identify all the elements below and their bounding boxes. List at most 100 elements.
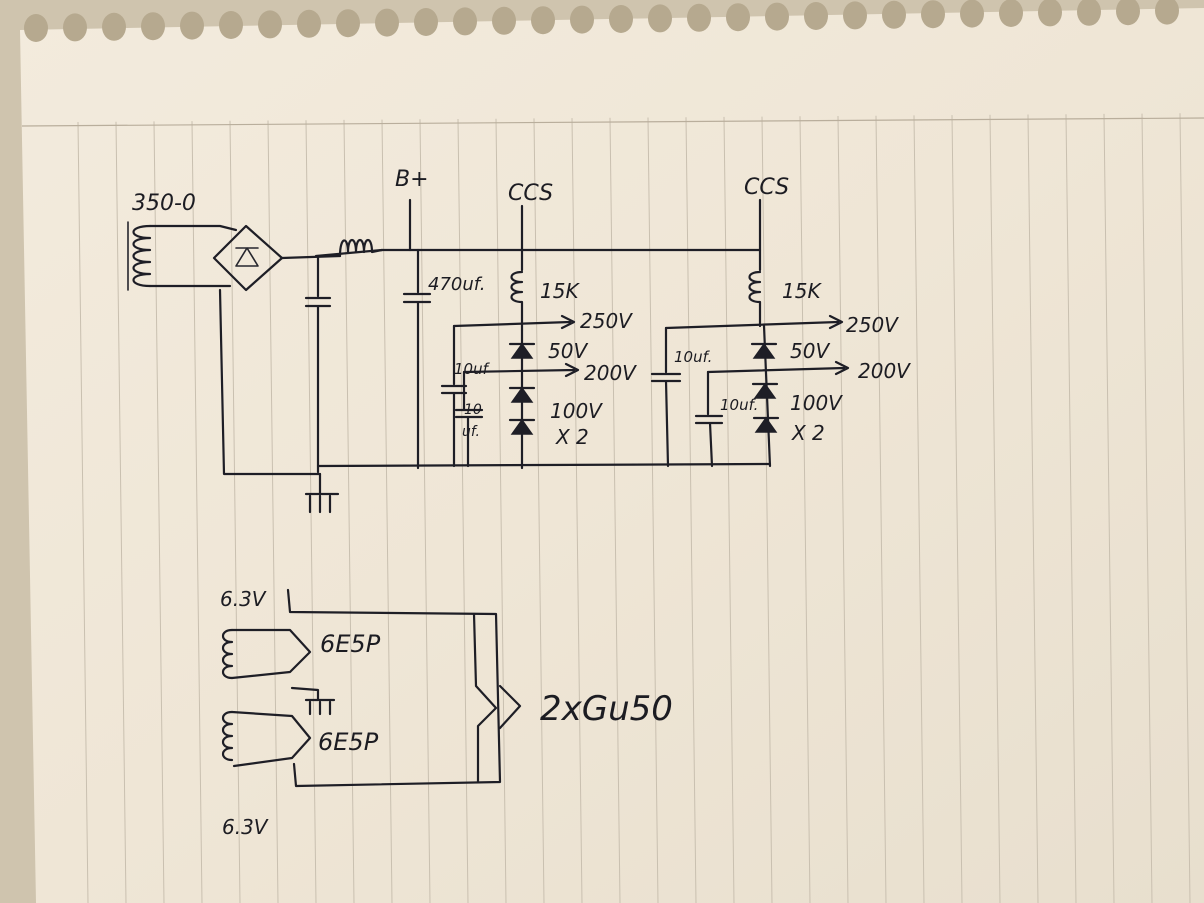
left-resistor-icon (510, 270, 524, 332)
ruled-line (115, 121, 127, 903)
ruled-line (77, 121, 89, 903)
reservoir-capacitor-label: 470uf. (428, 274, 486, 295)
right-tap-250-label: 250V (846, 313, 899, 337)
right-cap-top-icon (650, 326, 682, 468)
ruled-line (913, 115, 925, 903)
ruled-line (267, 120, 279, 903)
ruled-line (609, 117, 621, 903)
spiral-hole (765, 2, 789, 31)
load-label: 2xGu50 (540, 689, 673, 729)
spiral-hole (1038, 0, 1062, 27)
right-resistor-label: 15K (782, 279, 822, 303)
spiral-hole (1155, 0, 1179, 25)
spiral-hole (180, 11, 204, 40)
left-zener-bottom-label: 100V (550, 399, 603, 423)
right-zener-100a-icon (753, 382, 777, 399)
rectifier-top-label: 6E5P (320, 630, 381, 658)
spiral-hole (63, 13, 87, 42)
heater-voltage-bottom-label: 6.3V (222, 815, 269, 839)
right-resistor-icon (748, 270, 762, 328)
ccs-left-label: CCS (508, 181, 553, 206)
left-resistor-label: 15K (540, 279, 580, 303)
right-zener-bottom-label: 100V (790, 391, 843, 415)
right-cap-top-label: 10uf. (674, 348, 712, 366)
spiral-hole (141, 12, 165, 41)
right-zener-top-label: 50V (790, 339, 830, 363)
spiral-hole (102, 12, 126, 41)
right-tap-250-arrow-icon (664, 314, 844, 330)
right-cap-bottom-icon (694, 370, 724, 468)
spiral-hole (375, 8, 399, 37)
bridge-diode-icon (235, 247, 259, 267)
left-tap-200-arrow-icon (462, 362, 580, 378)
ruled-line (799, 116, 811, 903)
heater-ground-icon (290, 686, 336, 716)
ruled-line (989, 114, 1001, 903)
left-zener-top-label: 50V (548, 339, 588, 363)
heater-coil-top-icon (221, 628, 234, 680)
ground-symbol-icon (304, 472, 340, 514)
spiral-hole (414, 8, 438, 36)
transformer-label: 350-0 (132, 191, 196, 216)
spiral-hole (882, 0, 906, 29)
spiral-hole (843, 1, 867, 30)
heater-schematic: 6.3V 6E5P 6E5P 6.3V 2xGu50 (220, 587, 673, 839)
header-margin-line (21, 117, 1204, 127)
notebook-page (20, 8, 1204, 903)
left-tap-250-label: 250V (580, 309, 633, 333)
reservoir-capacitor-icon (402, 248, 432, 470)
ruled-line (647, 117, 659, 903)
load-connection-left (472, 612, 498, 784)
left-tap-200-label: 200V (584, 361, 637, 385)
heater-output-box (286, 588, 502, 788)
heater-voltage-top-label: 6.3V (220, 587, 267, 611)
ruled-line (723, 116, 735, 903)
left-tap-250-arrow-icon (452, 314, 576, 330)
ruled-line (1179, 113, 1191, 903)
ruled-line (685, 117, 697, 903)
left-cap-top-label: 10uf (454, 360, 491, 378)
spiral-hole (648, 4, 672, 33)
ruled-line (191, 121, 203, 903)
bridge-rectifier-icon (212, 224, 284, 292)
ruled-line (875, 115, 887, 903)
heater-coil-bottom-icon (221, 710, 234, 762)
transformer-lead-top (148, 224, 238, 232)
right-zener-50-icon (752, 342, 776, 359)
spiral-hole (453, 7, 477, 36)
spiral-hole (24, 14, 48, 42)
heater-bottom-leads (230, 710, 312, 768)
ruled-line (229, 120, 241, 903)
right-tap-200-label: 200V (858, 359, 911, 383)
spiral-hole (258, 10, 282, 39)
right-zener-count-label: X 2 (791, 421, 825, 445)
spiral-hole (492, 6, 516, 35)
spiral-hole (960, 0, 984, 28)
ruled-line (153, 121, 165, 903)
bplus-rail (314, 248, 762, 258)
spiral-hole (531, 6, 555, 35)
ccs-right-label: CCS (744, 175, 789, 200)
spiral-hole (1116, 0, 1140, 26)
left-zener-50-icon (510, 342, 534, 359)
ruled-line (951, 115, 963, 903)
first-filter-capacitor-icon (304, 254, 332, 474)
right-zener-100b-icon (754, 416, 778, 433)
power-supply-schematic: 350-0 B+ 470uf. CCS 15K 250V 50V (127, 167, 911, 514)
spiral-hole (297, 9, 321, 38)
ruled-line (1027, 114, 1039, 903)
spiral-hole (219, 11, 243, 39)
transformer-coil-icon (132, 224, 152, 288)
left-zener-count-label: X 2 (555, 425, 589, 449)
left-cap-bottom-icon (454, 370, 484, 468)
left-zener-100b-icon (510, 418, 534, 435)
ruled-line (1065, 114, 1077, 903)
ruled-line (761, 116, 773, 903)
spiral-holes (24, 0, 1179, 42)
load-connection-right (498, 684, 522, 730)
ruled-line (1103, 113, 1115, 903)
bplus-label: B+ (395, 167, 429, 192)
right-cap-bottom-label: 10uf. (720, 396, 758, 414)
spiral-hole (609, 5, 633, 33)
